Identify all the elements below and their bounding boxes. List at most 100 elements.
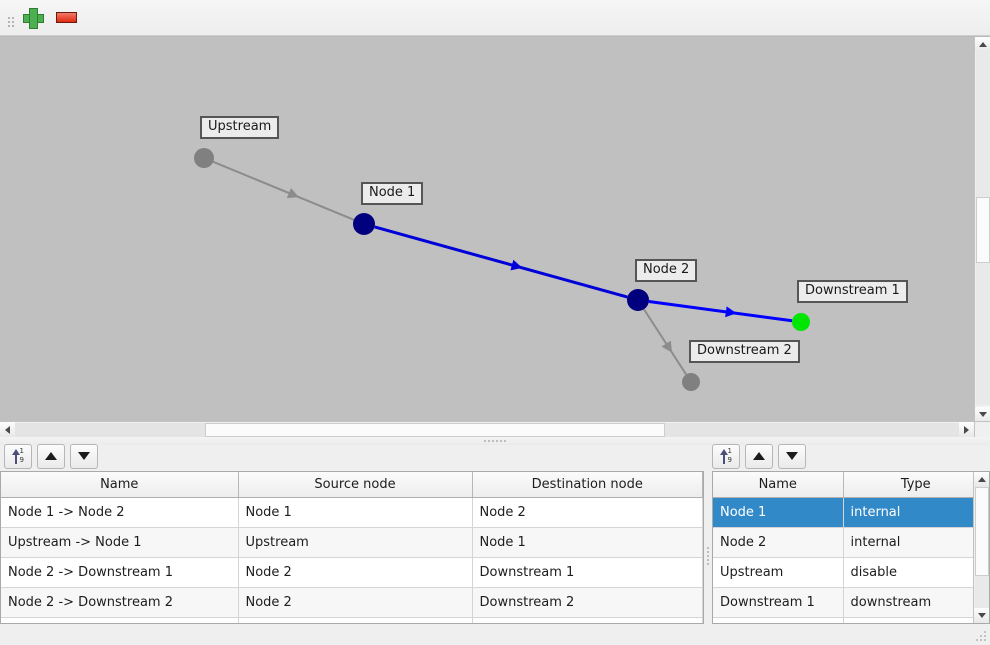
graph-edge-arrow-node2-downstream1: [725, 306, 737, 318]
edges-table-cell-destination[interactable]: Downstream 2: [472, 587, 703, 618]
edges-table-empty-cell: [1, 617, 239, 623]
edges-table-cell-destination[interactable]: Downstream 1: [472, 557, 703, 588]
graph-node-upstream[interactable]: [194, 148, 214, 168]
nodes-table-cell-name[interactable]: Downstream 1: [713, 587, 844, 618]
graph-horizontal-scrollbar[interactable]: [0, 421, 974, 437]
scroll-right-button[interactable]: [959, 422, 974, 437]
triangle-down-icon: [978, 412, 987, 417]
graph-node-label-node1[interactable]: Node 1: [361, 182, 424, 205]
edges-table-column-header[interactable]: Source node: [238, 472, 473, 498]
graph-edge-node2-downstream2[interactable]: [643, 308, 687, 375]
edges-table-empty-cell: [238, 617, 473, 623]
edges-table-column-header[interactable]: Name: [1, 472, 239, 498]
scroll-up-button[interactable]: [975, 37, 990, 52]
graph-node-label-upstream[interactable]: Upstream: [200, 116, 280, 139]
graph-edge-upstream-node1[interactable]: [212, 160, 355, 221]
graph-vertical-scrollbar[interactable]: [974, 37, 990, 422]
edges-move-down-button[interactable]: [70, 443, 98, 469]
edges-table-cell-name[interactable]: Node 2 -> Downstream 1: [1, 557, 239, 588]
triangle-left-icon: [5, 425, 10, 434]
triangle-down-icon: [977, 613, 986, 618]
edges-table-cell-destination[interactable]: Node 2: [472, 497, 703, 528]
graph-svg: [194, 148, 810, 391]
graph-node-node2[interactable]: [627, 289, 649, 311]
graph-edge-node2-downstream1[interactable]: [648, 299, 793, 323]
graph-edge-arrow-node1-node2: [510, 259, 523, 271]
toolbar-drag-handle[interactable]: [3, 7, 15, 29]
window-resize-grip[interactable]: [976, 631, 988, 643]
plus-icon: [22, 8, 44, 29]
nodes-table-vertical-scrollbar[interactable]: [973, 472, 989, 623]
nodes-move-down-button[interactable]: [778, 443, 806, 469]
graph-node-downstream2[interactable]: [682, 373, 700, 391]
scroll-down-button[interactable]: [975, 407, 990, 422]
triangle-down-icon: [786, 452, 798, 460]
nodes-table-cell-type[interactable]: internal: [843, 527, 989, 558]
edges-table-cell-name[interactable]: Node 2 -> Downstream 2: [1, 587, 239, 618]
scroll-down-button[interactable]: [974, 608, 989, 623]
graph-node-downstream1[interactable]: [792, 313, 810, 331]
nodes-move-up-button[interactable]: [745, 443, 773, 469]
nodes-table-cell-type[interactable]: disable: [843, 557, 989, 588]
nodes-table-cell-name[interactable]: Node 1: [713, 497, 844, 528]
graph-node-label-node2[interactable]: Node 2: [635, 259, 698, 282]
graph-node-label-downstream2[interactable]: Downstream 2: [689, 340, 800, 363]
triangle-up-icon: [753, 452, 765, 460]
edges-table-cell-source[interactable]: Node 2: [238, 587, 473, 618]
remove-node-button[interactable]: [49, 3, 83, 33]
nodes-table-cell-name[interactable]: Node 2: [713, 527, 844, 558]
triangle-up-icon: [45, 452, 57, 460]
toolbar: [0, 0, 990, 36]
nodes-table-column-header[interactable]: Name: [713, 472, 844, 498]
edges-table-cell-source[interactable]: Node 2: [238, 557, 473, 588]
scroll-up-button[interactable]: [974, 472, 989, 487]
edges-table-empty-row: [1, 617, 703, 623]
nodes-table-cell-type[interactable]: internal: [843, 497, 989, 528]
scroll-thumb[interactable]: [975, 487, 989, 576]
graph-node-label-downstream1[interactable]: Downstream 1: [797, 280, 908, 303]
edges-table-cell-name[interactable]: Node 1 -> Node 2: [1, 497, 239, 528]
edges-table-cell-source[interactable]: Upstream: [238, 527, 473, 558]
graph-edge-arrow-node2-downstream2: [661, 340, 673, 353]
horizontal-splitter[interactable]: [0, 437, 990, 445]
nodes-table-column-header[interactable]: Type: [843, 472, 989, 498]
triangle-down-icon: [78, 452, 90, 460]
edges-table-column-header[interactable]: Destination node: [472, 472, 703, 498]
nodes-table-cell-type[interactable]: downstream: [843, 587, 989, 618]
vertical-splitter[interactable]: [704, 472, 712, 624]
graph-node-node1[interactable]: [353, 213, 375, 235]
graph-edge-node1-node2[interactable]: [374, 225, 628, 299]
triangle-up-icon: [977, 477, 986, 482]
nodes-table-cell-name[interactable]: Upstream: [713, 557, 844, 588]
scroll-thumb[interactable]: [205, 423, 665, 437]
edges-table-cell-destination[interactable]: Node 1: [472, 527, 703, 558]
edges-table-cell-source[interactable]: Node 1: [238, 497, 473, 528]
scroll-left-button[interactable]: [0, 422, 15, 437]
nodes-table-empty-cell: [843, 617, 989, 623]
add-node-button[interactable]: [15, 3, 49, 33]
edges-table-cell-name[interactable]: Upstream -> Node 1: [1, 527, 239, 558]
scroll-thumb[interactable]: [976, 197, 990, 263]
edges-move-up-button[interactable]: [37, 443, 65, 469]
